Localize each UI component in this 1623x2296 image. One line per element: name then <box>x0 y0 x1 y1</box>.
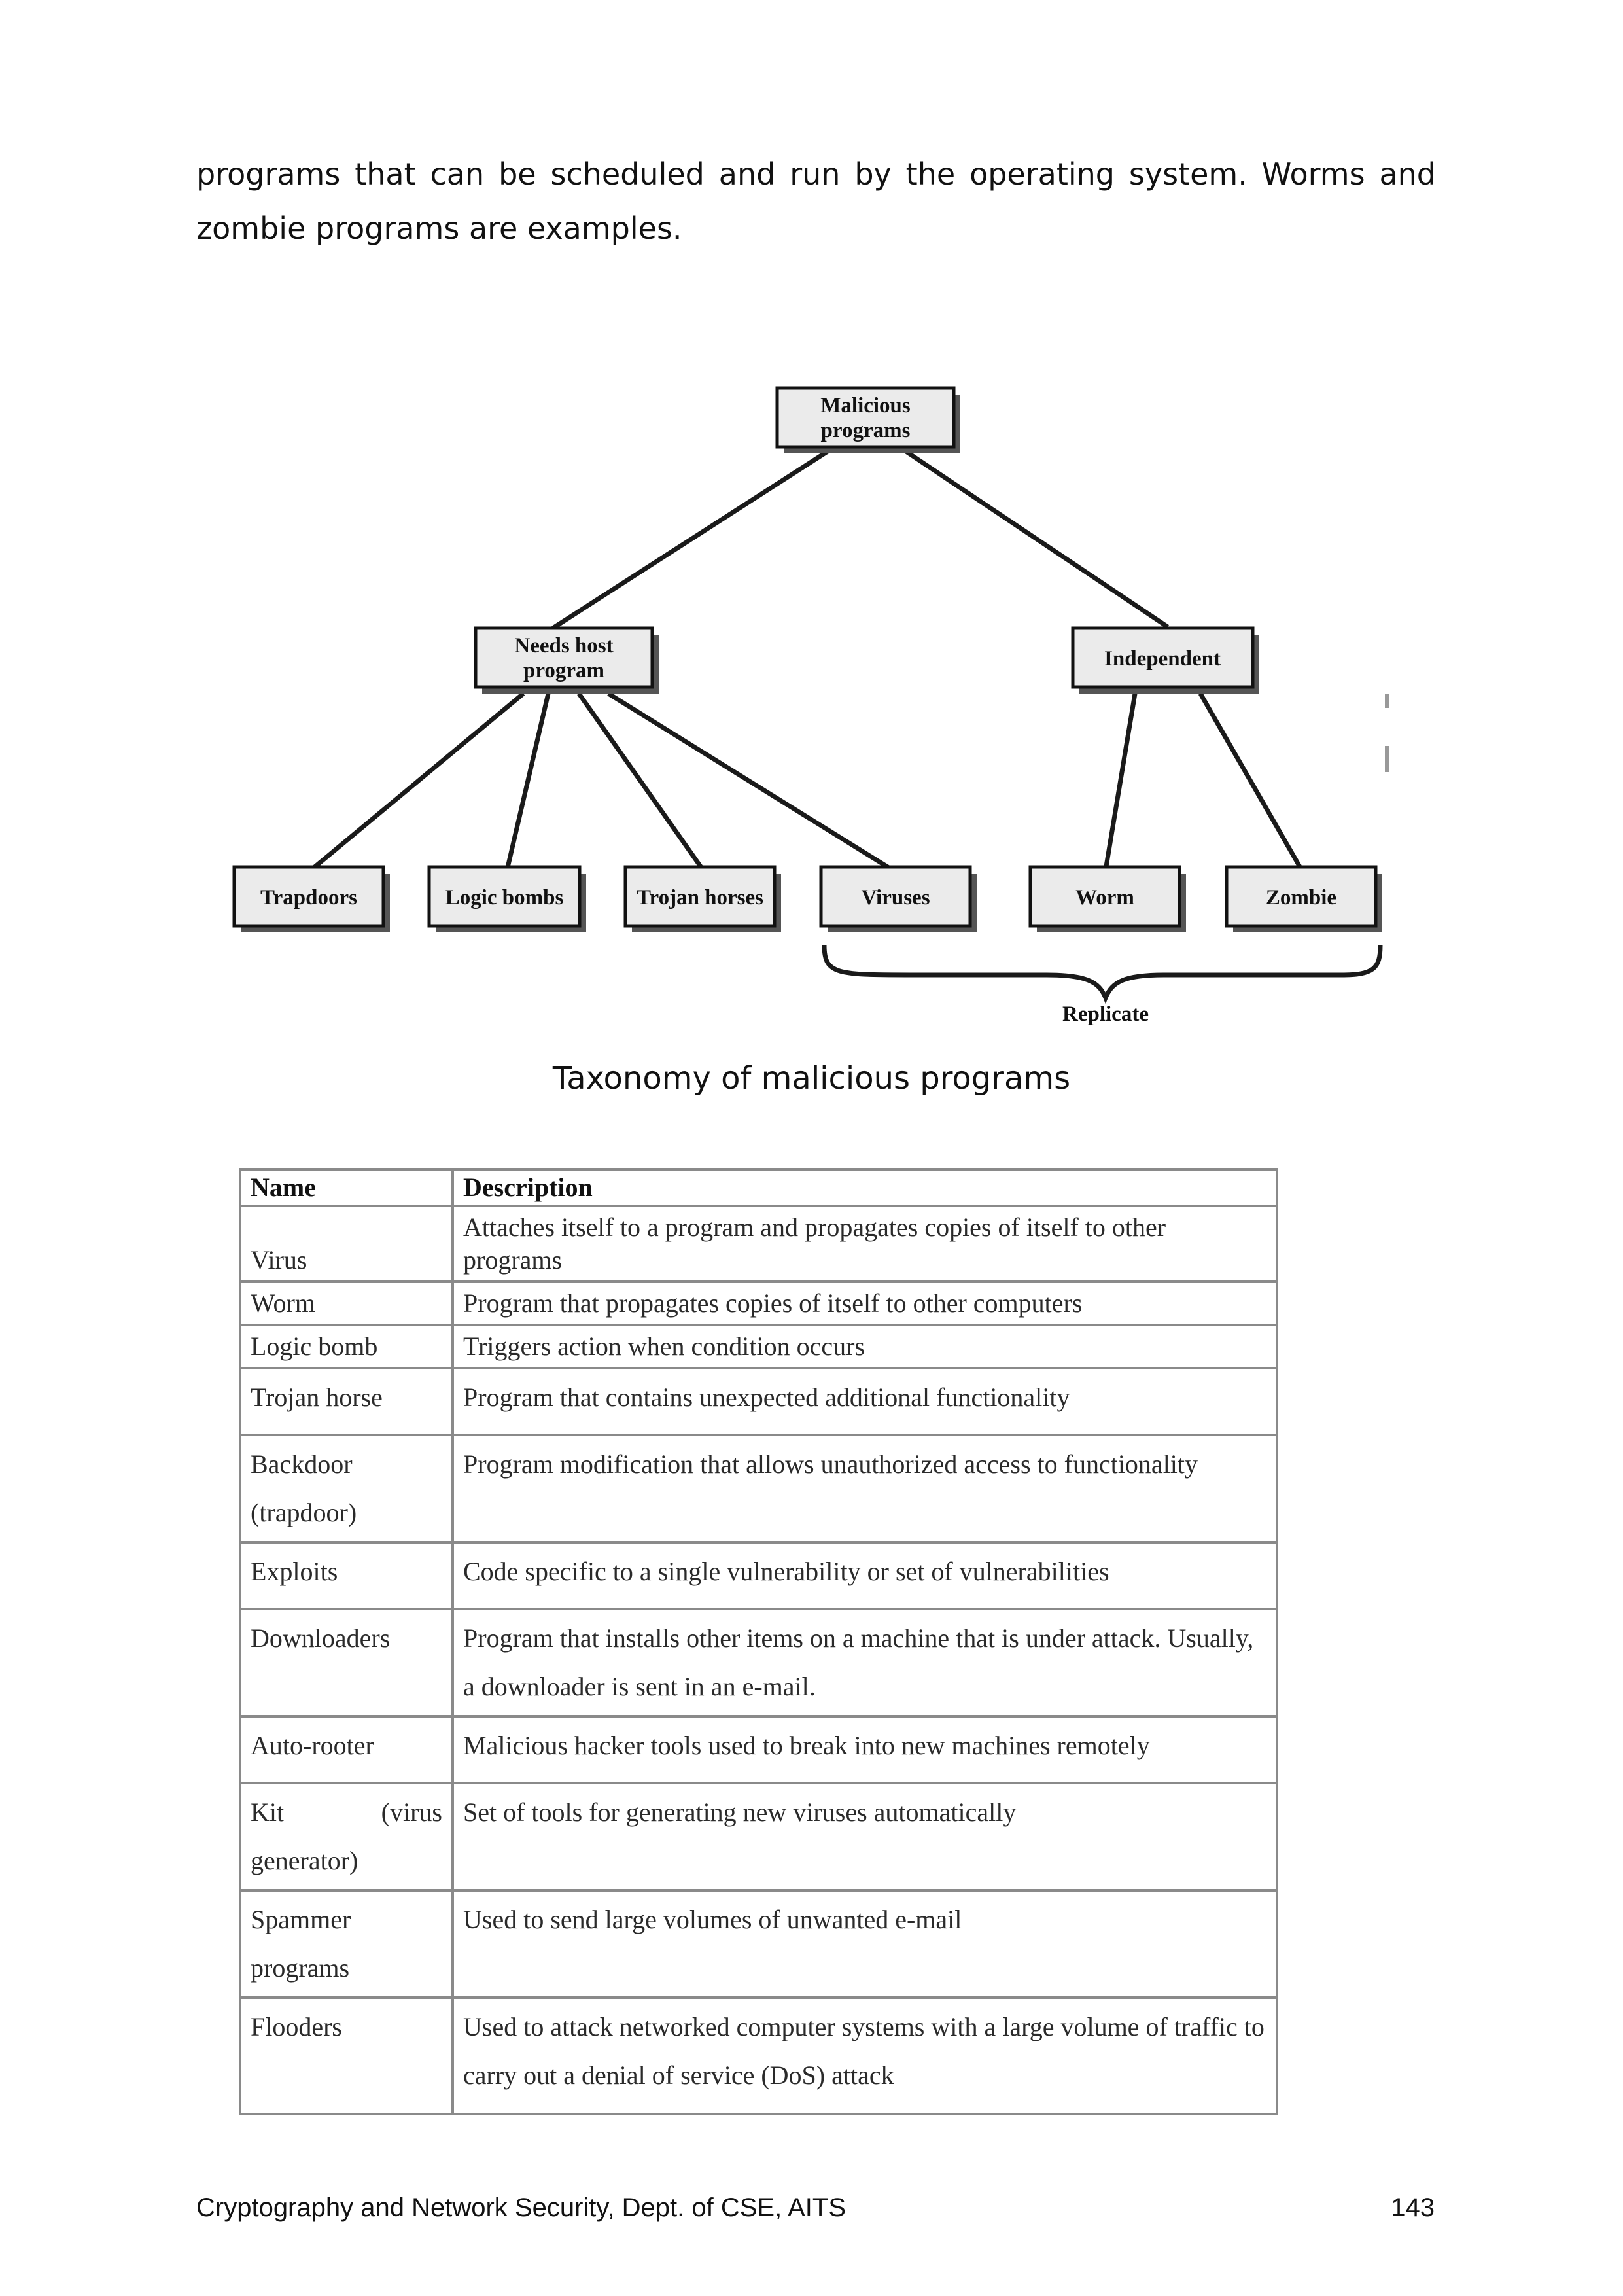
replicate-brace <box>822 945 1383 1004</box>
row-name: Virus <box>239 1205 454 1283</box>
row-name: Downloaders <box>239 1608 454 1718</box>
svg-text:Worm: Worm <box>1075 886 1134 910</box>
row-description: Triggers action when condition occurs <box>451 1324 1278 1369</box>
row-description: Malicious hacker tools used to break int… <box>451 1715 1278 1784</box>
malware-table: Name Description Virus Attaches itself t… <box>239 1168 1278 2115</box>
header-name: Name <box>239 1168 454 1207</box>
svg-text:program: program <box>523 659 604 682</box>
row-description: Set of tools for generating new viruses … <box>451 1782 1278 1892</box>
header-description: Description <box>451 1168 1278 1207</box>
node-independent: Independent <box>1071 626 1259 694</box>
table-row: Worm Program that propagates copies of i… <box>239 1280 1278 1326</box>
table-header-row: Name Description <box>239 1168 1278 1207</box>
table-row: Kit (virus generator) Set of tools for g… <box>239 1782 1278 1892</box>
node-trojan-horses: Trojan horses <box>623 865 781 932</box>
row-description: Program modification that allows unautho… <box>451 1434 1278 1544</box>
table-row: Backdoor (trapdoor) Program modification… <box>239 1434 1278 1544</box>
node-trapdoors: Trapdoors <box>232 865 390 932</box>
table-row: Downloaders Program that installs other … <box>239 1608 1278 1718</box>
row-description: Used to send large volumes of unwanted e… <box>451 1889 1278 1999</box>
svg-text:Viruses: Viruses <box>861 886 930 910</box>
independent-label: Independent <box>1104 647 1221 671</box>
node-malicious-programs: Malicious programs <box>775 386 960 453</box>
row-description: Program that propagates copies of itself… <box>451 1280 1278 1326</box>
row-name: Spammer programs <box>239 1889 454 1999</box>
table-row: Spammer programs Used to send large volu… <box>239 1889 1278 1999</box>
svg-text:Malicious: Malicious <box>820 394 911 417</box>
diagram-connectors <box>309 450 1304 872</box>
footer-course-title: Cryptography and Network Security, Dept.… <box>196 2193 846 2222</box>
node-logic-bombs: Logic bombs <box>427 865 586 932</box>
svg-text:Needs host: Needs host <box>514 634 613 658</box>
row-name: Auto-rooter <box>239 1715 454 1784</box>
table-row: Flooders Used to attack networked comput… <box>239 1996 1278 2115</box>
row-name: Worm <box>239 1280 454 1326</box>
row-description: Program that installs other items on a m… <box>451 1608 1278 1718</box>
node-worm: Worm <box>1028 865 1186 932</box>
intro-paragraph: programs that can be scheduled and run b… <box>196 156 1436 246</box>
row-name: Flooders <box>239 1996 454 2115</box>
figure-caption: Taxonomy of malicious programs <box>552 1060 1071 1097</box>
svg-text:Trapdoors: Trapdoors <box>260 886 357 910</box>
row-name: Backdoor (trapdoor) <box>239 1434 454 1544</box>
table-row: Trojan horse Program that contains unexp… <box>239 1367 1278 1436</box>
row-description: Used to attack networked computer system… <box>451 1996 1278 2115</box>
page-number: 143 <box>1391 2193 1435 2222</box>
row-description: Attaches itself to a program and propaga… <box>451 1205 1278 1283</box>
node-viruses: Viruses <box>819 865 977 932</box>
row-description: Program that contains unexpected additio… <box>451 1367 1278 1436</box>
replicate-label: Replicate <box>1062 1002 1149 1026</box>
row-description: Code specific to a single vulnerability … <box>451 1541 1278 1610</box>
table-row: Auto-rooter Malicious hacker tools used … <box>239 1715 1278 1784</box>
table-row: Virus Attaches itself to a program and p… <box>239 1205 1278 1283</box>
page-edge-marks <box>1385 694 1389 772</box>
row-name: Trojan horse <box>239 1367 454 1436</box>
table-row: Exploits Code specific to a single vulne… <box>239 1541 1278 1610</box>
row-name: Logic bomb <box>239 1324 454 1369</box>
svg-text:Trojan horses: Trojan horses <box>637 886 763 910</box>
svg-text:Logic bombs: Logic bombs <box>445 886 564 910</box>
row-name: Kit (virus generator) <box>239 1782 454 1892</box>
node-zombie: Zombie <box>1225 865 1382 932</box>
row-name: Exploits <box>239 1541 454 1610</box>
node-needs-host-program: Needs host program <box>474 626 659 694</box>
table-row: Logic bomb Triggers action when conditio… <box>239 1324 1278 1369</box>
svg-text:Zombie: Zombie <box>1266 886 1336 910</box>
svg-text:programs: programs <box>821 419 911 442</box>
